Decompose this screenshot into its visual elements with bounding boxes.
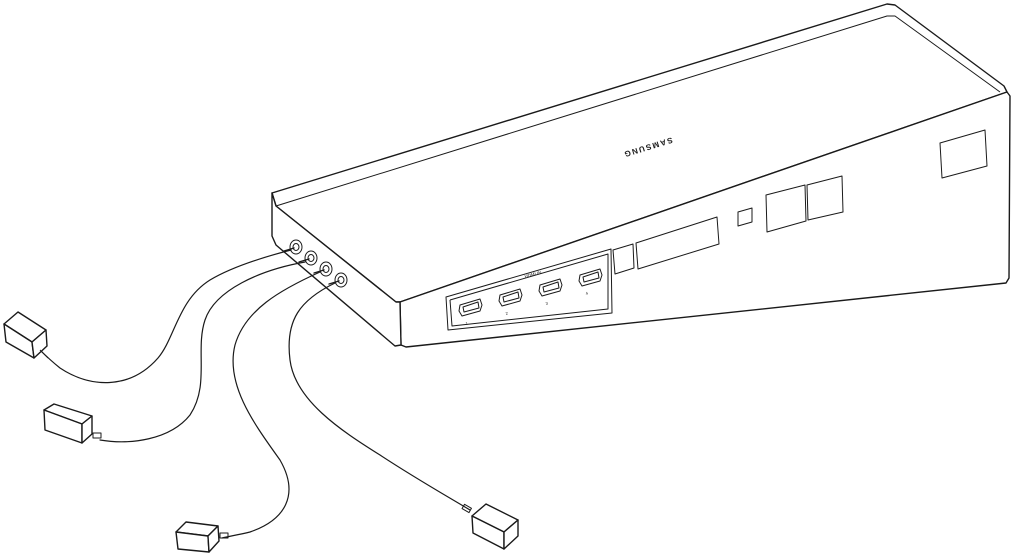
hdmi-port-label-2: 2: [505, 310, 509, 316]
side-jack-3: [319, 261, 333, 277]
side-jack-inner-4: [337, 276, 345, 284]
side-jack-4: [334, 272, 348, 288]
box-left-face: [271, 192, 402, 347]
hdmi-port-label-3: 3: [545, 300, 549, 306]
side-jack-inner-3: [322, 265, 330, 273]
cable-3: [221, 271, 321, 539]
hdmi-port-label-1: 1: [465, 320, 469, 326]
hdmi-port-2: [498, 288, 523, 307]
box-edge-line: [275, 15, 1001, 207]
cable-2: [99, 261, 306, 443]
hdmi-port-1: [458, 298, 483, 317]
hdmi-port-inner-1: [462, 301, 480, 313]
hdmi-port-inner-2: [502, 291, 520, 303]
cable-1: [39, 249, 292, 384]
box-front-face: [399, 91, 1011, 348]
cable-plug-1: [283, 247, 295, 252]
power-port: [939, 129, 988, 179]
hdmi-port-inner-4: [582, 271, 600, 283]
side-connector-jacks: [283, 239, 348, 288]
usb-slot: [612, 243, 635, 275]
wide-port-area: [635, 216, 720, 270]
square-port-1: [765, 184, 807, 233]
hdmi-port-panel: [445, 248, 613, 331]
hdmi-panel-inner: [449, 253, 609, 327]
side-jack-1: [289, 239, 303, 255]
side-jack-inner-2: [307, 254, 315, 262]
cable-4: [288, 282, 471, 511]
cable-plug-4: [328, 280, 340, 285]
hdmi-port-4: [578, 268, 603, 287]
adapter-2: [43, 403, 102, 444]
small-button: [737, 207, 753, 227]
cable-plug-3: [313, 269, 325, 274]
hdmi-port-3: [538, 278, 563, 297]
side-jack-inner-1: [292, 243, 300, 251]
hdmi-ports: 1 2 3 4: [458, 268, 603, 326]
square-port-2: [806, 175, 844, 221]
hdmi-port-inner-3: [542, 281, 560, 293]
cable-plug-2: [298, 258, 310, 263]
hdmi-port-label-4: 4: [585, 290, 589, 296]
hdmi-group-label: HDMI IN: [524, 270, 542, 279]
adapter-3: [175, 521, 229, 553]
adapter-1: [3, 311, 49, 359]
side-jack-2: [304, 250, 318, 266]
cables: [39, 249, 471, 539]
adapter-4: [461, 503, 519, 550]
